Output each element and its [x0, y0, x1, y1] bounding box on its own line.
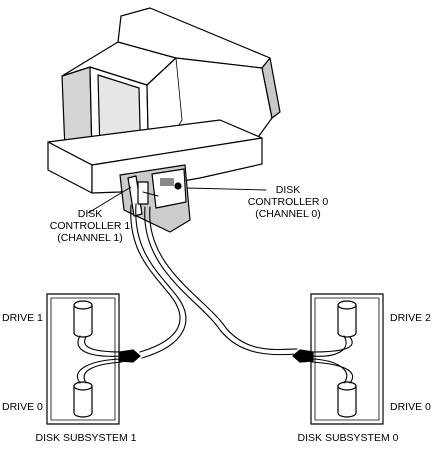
subsystem-1-label: DISK SUBSYSTEM 1: [35, 432, 137, 444]
controller1-label-line2: CONTROLLER 1: [49, 220, 131, 232]
disk-subsystem-0-icon: [292, 293, 384, 425]
system-unit-icon: [47, 119, 263, 233]
right-drive-bottom-label: DRIVE 0: [390, 401, 431, 413]
controller1-label: DISK CONTROLLER 1 (CHANNEL 1): [42, 208, 138, 244]
subsystem-0-label: DISK SUBSYSTEM 0: [297, 432, 399, 444]
disk-subsystem-1-icon: [46, 293, 141, 425]
controller0-label: DISK CONTROLLER 0 (CHANNEL 0): [236, 184, 340, 220]
controller0-label-line2: CONTROLLER 0: [247, 196, 329, 208]
controller1-pointer: [87, 186, 132, 214]
left-drive-top-label: DRIVE 1: [2, 312, 43, 324]
left-drive-bottom-label: DRIVE 0: [2, 401, 43, 413]
cable-channel-1: [130, 203, 187, 359]
cable-channel-0: [144, 206, 298, 356]
controller1-label-line3: (CHANNEL 1): [57, 232, 123, 244]
controller0-label-line3: (CHANNEL 0): [255, 208, 321, 220]
right-drive-top-label: DRIVE 2: [390, 312, 431, 324]
controller0-label-line1: DISK: [275, 184, 301, 196]
controller1-label-line1: DISK: [77, 208, 103, 220]
controller0-pointer: [186, 187, 267, 191]
